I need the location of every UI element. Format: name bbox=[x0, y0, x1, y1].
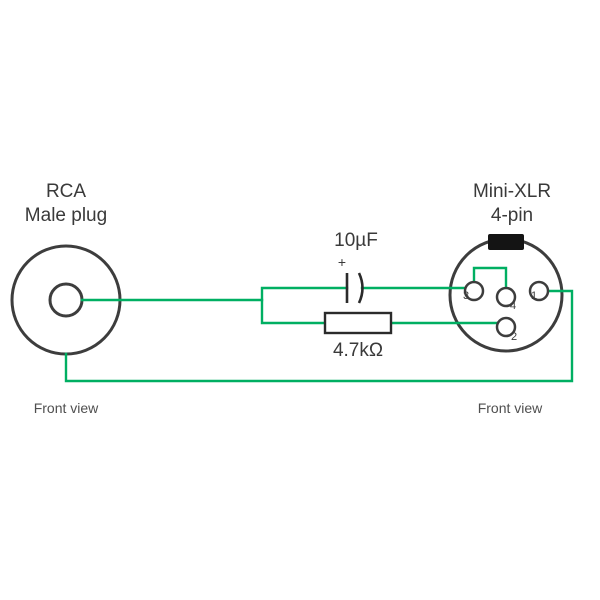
xlr-title-line1: Mini-XLR bbox=[473, 181, 551, 202]
xlr-title-line2: 4-pin bbox=[491, 205, 533, 226]
rca-title-line1: RCA bbox=[46, 181, 86, 202]
xlr-pin1-number: 1 bbox=[531, 290, 537, 302]
capacitor-value-label: 10µF bbox=[334, 230, 378, 251]
capacitor-symbol bbox=[345, 272, 364, 304]
capacitor-polarity-mark: + bbox=[338, 254, 346, 270]
xlr-pin1-circle bbox=[528, 280, 550, 302]
resistor-symbol bbox=[323, 311, 393, 335]
wires bbox=[64, 266, 574, 383]
xlr-pins bbox=[463, 280, 550, 338]
wire-branch-split bbox=[260, 286, 349, 325]
xlr-pin2-number: 2 bbox=[511, 331, 517, 343]
labels: RCA Male plug Mini-XLR 4-pin 10µF + 4.7k… bbox=[25, 181, 551, 361]
rca-front-view-caption: Front view bbox=[34, 400, 99, 416]
xlr-pin4-circle bbox=[495, 286, 517, 308]
rca-title-line2: Male plug bbox=[25, 205, 107, 226]
xlr-pin4-number: 4 bbox=[510, 300, 516, 312]
wire-ground-return bbox=[64, 289, 574, 383]
xlr-pin2-circle bbox=[495, 316, 517, 338]
captions: Front view Front view bbox=[34, 400, 543, 416]
xlr-pin3-circle bbox=[463, 280, 485, 302]
xlr-front-view-caption: Front view bbox=[478, 400, 543, 416]
resistor-value-label: 4.7kΩ bbox=[333, 340, 383, 361]
xlr-pin3-number: 3 bbox=[463, 290, 469, 302]
xlr-keyway-tab bbox=[488, 234, 524, 250]
rca-center-pin-circle bbox=[48, 282, 84, 318]
capacitor-plate-curved bbox=[357, 272, 364, 304]
wire-jumper-pin3-pin4 bbox=[472, 266, 508, 291]
